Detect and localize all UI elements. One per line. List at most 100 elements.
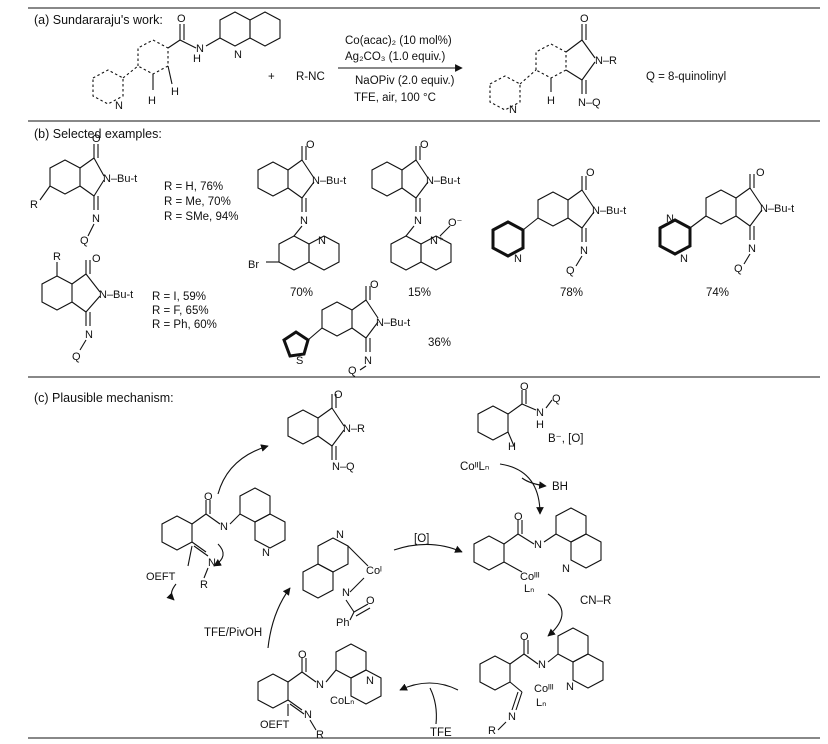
arrow-cn-r-insert xyxy=(547,593,563,637)
arrow-decomplexation xyxy=(267,587,291,649)
example-pyrimidyl: N N O N–Bu-t N Q xyxy=(658,167,794,275)
svg-text:O: O xyxy=(514,511,523,523)
section-b-title: (b) Selected examples: xyxy=(34,127,162,141)
svg-text:O: O xyxy=(334,389,343,401)
svg-text:N: N xyxy=(414,215,422,227)
svg-text:R: R xyxy=(30,199,38,211)
svg-text:N: N xyxy=(514,253,522,265)
isocyanide-reagent: R-NC xyxy=(296,71,325,83)
svg-text:N: N xyxy=(85,329,93,341)
mech-bh: BH xyxy=(552,481,568,493)
svg-text:Q: Q xyxy=(552,393,561,405)
yield-pyrimidyl: 74% xyxy=(706,287,729,299)
svg-text:N: N xyxy=(262,547,270,559)
svg-text:O: O xyxy=(420,139,429,151)
svg-text:N: N xyxy=(208,557,216,569)
example-7r-ring: R O N–Bu-t N Q xyxy=(41,251,133,363)
svg-text:Q: Q xyxy=(348,365,357,377)
svg-text:N: N xyxy=(300,215,308,227)
mech-base-oxidant: B⁻, [O] xyxy=(548,433,583,445)
svg-text:N–Bu-t: N–Bu-t xyxy=(592,205,626,217)
svg-text:O: O xyxy=(580,13,589,25)
svg-text:H: H xyxy=(171,86,179,98)
svg-text:N: N xyxy=(115,100,123,112)
svg-text:O: O xyxy=(306,139,315,151)
svg-text:N: N xyxy=(342,587,350,599)
svg-text:R: R xyxy=(488,725,496,737)
svg-text:Q: Q xyxy=(734,263,743,275)
svg-text:OEFT: OEFT xyxy=(260,719,290,731)
svg-text:O: O xyxy=(298,649,307,661)
yield-thienyl: 36% xyxy=(428,337,451,349)
yield-n-oxide: 15% xyxy=(408,287,431,299)
svg-text:N: N xyxy=(304,709,312,721)
ex2-r-ph: R = Ph, 60% xyxy=(152,319,217,331)
svg-text:Lₙ: Lₙ xyxy=(536,697,547,709)
svg-text:N: N xyxy=(92,213,100,225)
svg-text:H: H xyxy=(508,441,516,453)
svg-text:N: N xyxy=(666,213,674,225)
svg-text:Q: Q xyxy=(72,351,81,363)
mech-tfe: TFE xyxy=(430,727,452,739)
svg-text:Br: Br xyxy=(248,259,259,271)
svg-text:N: N xyxy=(566,681,574,693)
svg-text:O⁻: O⁻ xyxy=(448,217,463,229)
svg-text:H: H xyxy=(148,95,156,107)
mech-imidate-complex: O N N R OEFT CoLₙ N xyxy=(257,643,382,741)
svg-text:N: N xyxy=(364,355,372,367)
arrow-oxidation xyxy=(393,543,463,553)
svg-text:N–Bu-t: N–Bu-t xyxy=(103,173,137,185)
mech-tfe-pivoh: TFE/PivOH xyxy=(204,627,262,639)
mech-isocyanide: CN–R xyxy=(580,595,611,607)
section-c-title: (c) Plausible mechanism: xyxy=(34,391,174,405)
svg-text:O: O xyxy=(366,595,375,607)
svg-text:OEFT: OEFT xyxy=(146,571,176,583)
example-thienyl: S O N–Bu-t N Q xyxy=(282,279,410,377)
arrow-tfe-in xyxy=(429,687,437,725)
mech-insertion-complex: O N Coᴵᴵᴵ Lₙ N R N xyxy=(479,627,604,737)
svg-text:N: N xyxy=(580,245,588,257)
svg-text:N–R: N–R xyxy=(343,423,365,435)
svg-text:N: N xyxy=(366,675,374,687)
svg-text:S: S xyxy=(296,355,303,367)
example-pyridyl: N O N–Bu-t N Q xyxy=(491,167,626,277)
svg-text:Ph: Ph xyxy=(336,617,349,629)
svg-text:N: N xyxy=(318,235,326,247)
svg-text:O: O xyxy=(370,279,379,291)
svg-text:N–Bu-t: N–Bu-t xyxy=(99,289,133,301)
svg-text:N⁺: N⁺ xyxy=(430,235,444,247)
ex2-r-i: R = I, 59% xyxy=(152,291,206,303)
svg-text:O: O xyxy=(520,631,529,643)
svg-text:N: N xyxy=(534,539,542,551)
condition-base: NaOPiv (2.0 equiv.) xyxy=(355,75,455,87)
mech-product: O N–R N–Q xyxy=(287,389,365,473)
svg-text:O: O xyxy=(204,491,213,503)
yield-pyridyl: 78% xyxy=(560,287,583,299)
svg-text:N: N xyxy=(509,104,517,116)
mech-cyclization-intermediate: O N N R OEFT N xyxy=(146,487,286,601)
svg-text:N: N xyxy=(748,243,756,255)
svg-text:N–Bu-t: N–Bu-t xyxy=(426,175,460,187)
section-a-title: (a) Sundararaju's work: xyxy=(34,13,163,27)
mech-co-i-complex: N Coᴵ N O Ph xyxy=(302,529,382,629)
svg-text:N: N xyxy=(538,659,546,671)
svg-text:O: O xyxy=(92,133,101,145)
svg-text:N–R: N–R xyxy=(595,55,617,67)
svg-text:CoLₙ: CoLₙ xyxy=(330,695,355,707)
svg-text:N–Bu-t: N–Bu-t xyxy=(760,203,794,215)
svg-text:H: H xyxy=(536,419,544,431)
svg-text:H: H xyxy=(547,95,555,107)
svg-text:N: N xyxy=(562,563,570,575)
svg-text:O: O xyxy=(756,167,765,179)
ex1-r-h: R = H, 76% xyxy=(164,181,223,193)
q-definition: Q = 8-quinolinyl xyxy=(646,71,726,83)
svg-text:N: N xyxy=(234,49,242,61)
svg-text:Q: Q xyxy=(80,235,89,247)
svg-text:Coᴵᴵᴵ: Coᴵᴵᴵ xyxy=(534,683,554,695)
svg-text:N–Bu-t: N–Bu-t xyxy=(376,317,410,329)
example-r-ring: O N–Bu-t N Q R xyxy=(30,133,137,247)
yield-bromoquinoline: 70% xyxy=(290,287,313,299)
svg-text:N: N xyxy=(196,43,204,55)
svg-text:N: N xyxy=(680,253,688,265)
svg-text:Coᴵ: Coᴵ xyxy=(366,565,382,577)
